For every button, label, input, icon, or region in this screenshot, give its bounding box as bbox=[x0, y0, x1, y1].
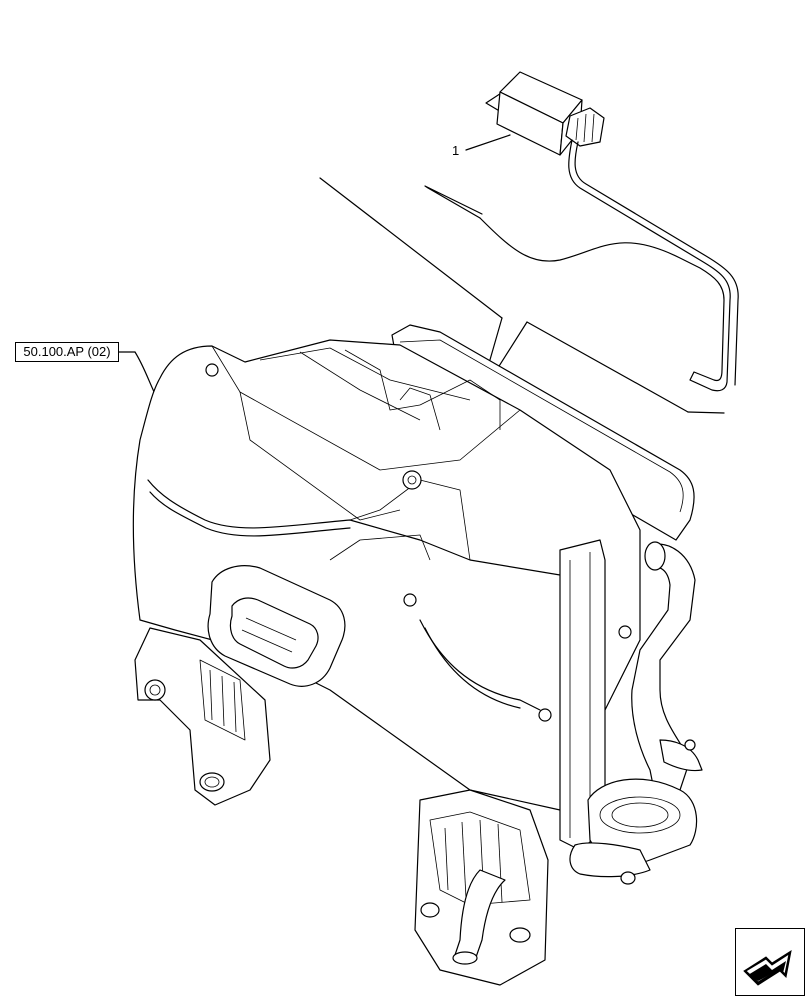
wire-harness bbox=[424, 139, 739, 392]
next-page-arrow-icon bbox=[743, 949, 792, 986]
next-page-button[interactable] bbox=[735, 928, 805, 996]
control-module bbox=[485, 71, 605, 156]
callout-number: 1 bbox=[452, 143, 460, 158]
reference-label-box[interactable]: 50.100.AP (02) bbox=[15, 342, 119, 362]
hvac-housing-assembly bbox=[132, 324, 703, 986]
